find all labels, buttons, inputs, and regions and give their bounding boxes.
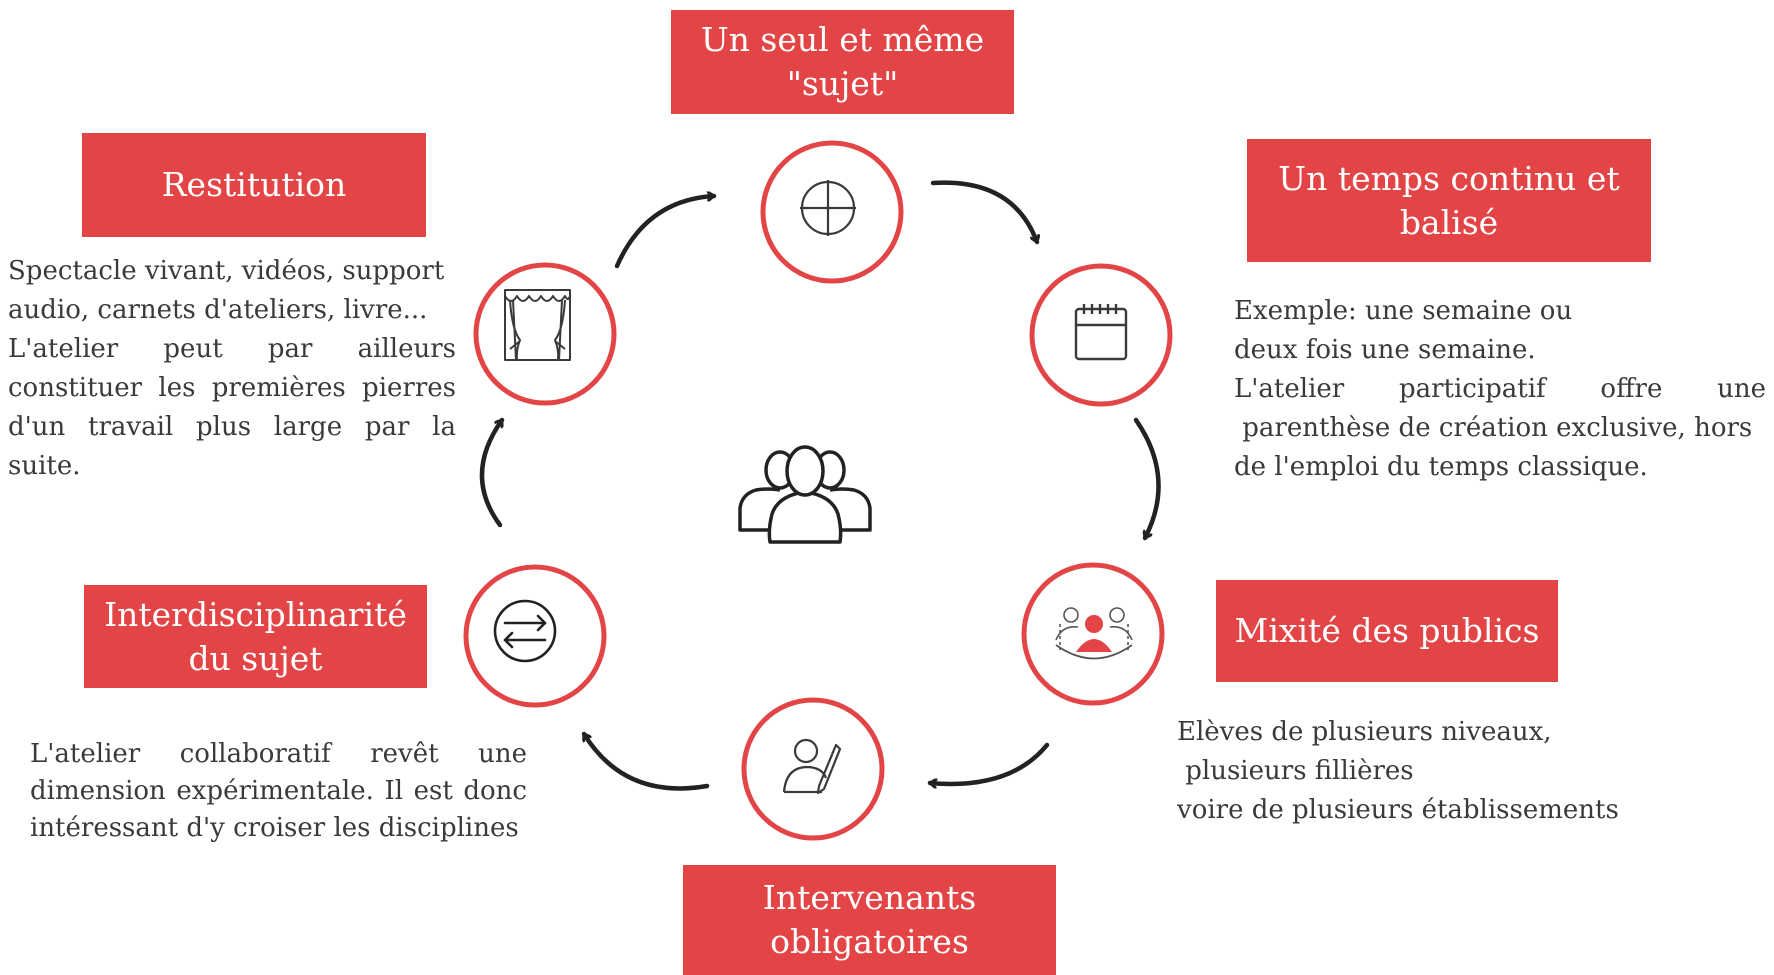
step-circle-mixite — [1021, 562, 1165, 706]
label-sujet: Un seul et même "sujet" — [671, 10, 1014, 114]
step-circle-interdisciplinarite — [463, 564, 607, 708]
desc-line: audio, carnets d'ateliers, livre... — [8, 295, 428, 325]
desc-line: dimension expérimentale. Il est donc — [30, 776, 527, 806]
step-circle-intervenants — [741, 697, 885, 841]
person-pen-icon — [782, 738, 842, 795]
desc-line: intéressant d'y croiser les disciplines — [30, 813, 519, 843]
step-circle-temps — [1029, 263, 1173, 407]
desc-line: de l'emploi du temps classique. — [1234, 452, 1648, 482]
step-circle-restitution — [473, 262, 617, 406]
desc-interdisciplinarite: L'atelier collaboratif revêt une dimensi… — [30, 736, 527, 847]
audience-icon — [1055, 607, 1133, 660]
label-restitution: Restitution — [82, 133, 426, 237]
crosshair-icon — [800, 180, 856, 236]
group-icon — [738, 445, 872, 544]
desc-line: constituer les premières pierres — [8, 373, 456, 403]
arrow-intervenants-to-interdisciplinarite — [581, 731, 710, 791]
label-temps: Un temps continu et balisé — [1247, 139, 1651, 262]
desc-line: Elèves de plusieurs niveaux, — [1177, 717, 1552, 747]
calendar-icon — [1074, 304, 1128, 361]
step-circles — [463, 140, 1173, 841]
desc-line: Spectacle vivant, vidéos, support — [8, 256, 445, 286]
step-circle-sujet — [760, 140, 904, 284]
desc-line: deux fois une semaine. — [1234, 335, 1536, 365]
desc-line: plusieurs fillières — [1177, 756, 1414, 786]
arrow-restitution-to-sujet — [614, 196, 717, 269]
arrow-temps-to-mixite — [1133, 417, 1161, 541]
desc-line: voire de plusieurs établissements — [1177, 795, 1619, 825]
desc-line: L'atelier collaboratif revêt une — [30, 739, 527, 769]
desc-line: suite. — [8, 451, 81, 481]
arrow-interdisciplinarite-to-restitution — [479, 417, 505, 528]
label-intervenants: Intervenants obligatoires — [683, 865, 1056, 975]
desc-line: parenthèse de création exclusive, hors — [1234, 413, 1753, 443]
desc-line: L'atelier participatif offre une — [1234, 374, 1766, 404]
desc-temps: Exemple: une semaine ou deux fois une se… — [1234, 292, 1766, 487]
theater-stage-icon — [504, 289, 571, 361]
desc-line: d'un travail plus large par la — [8, 412, 456, 442]
desc-restitution: Spectacle vivant, vidéos, support audio,… — [8, 252, 456, 486]
desc-line: L'atelier peut par ailleurs — [8, 334, 456, 364]
arrow-sujet-to-temps — [930, 180, 1037, 245]
label-interdisciplinarite: Interdisciplinarité du sujet — [84, 585, 427, 688]
label-mixite: Mixité des publics — [1216, 580, 1558, 682]
desc-mixite: Elèves de plusieurs niveaux, plusieurs f… — [1177, 713, 1657, 830]
exchange-icon — [493, 599, 557, 663]
desc-line: Exemple: une semaine ou — [1234, 296, 1573, 326]
cycle-arrows — [479, 180, 1161, 791]
arrow-mixite-to-intervenants — [927, 742, 1050, 784]
